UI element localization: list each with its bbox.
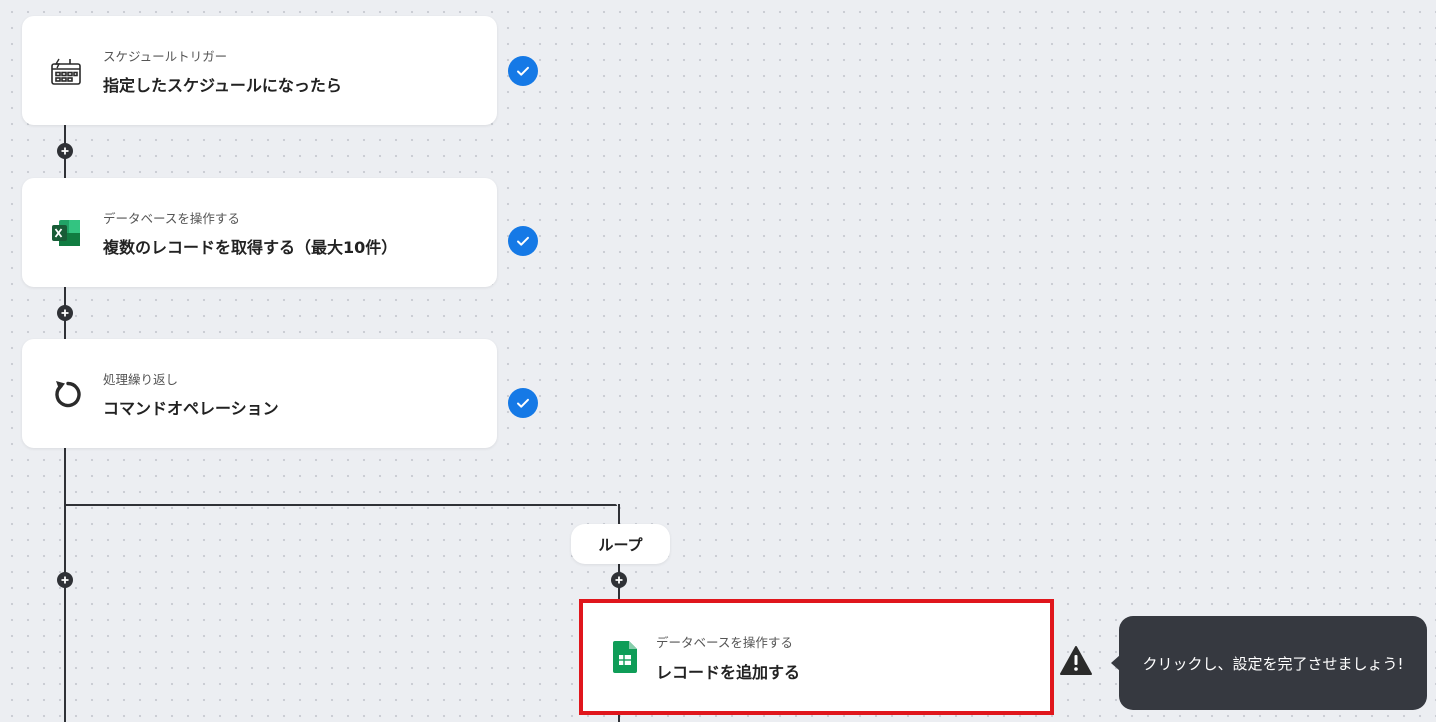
add-step-button[interactable] bbox=[57, 143, 73, 159]
completed-check-icon bbox=[508, 56, 538, 86]
step-title: 指定したスケジュールになったら bbox=[103, 76, 342, 95]
step-subtitle: データベースを操作する bbox=[656, 635, 793, 650]
step-title: レコードを追加する bbox=[656, 663, 801, 682]
connector-loop-vertical-3 bbox=[618, 711, 620, 722]
plus-icon bbox=[61, 576, 69, 584]
completed-check-icon bbox=[508, 388, 538, 418]
add-step-button[interactable] bbox=[57, 572, 73, 588]
step-card-add-record[interactable]: データベースを操作する レコードを追加する bbox=[579, 599, 1054, 715]
plus-icon bbox=[61, 309, 69, 317]
add-step-button[interactable] bbox=[57, 305, 73, 321]
completed-check-icon bbox=[508, 226, 538, 256]
loop-arrow-icon bbox=[48, 376, 84, 412]
step-subtitle: 処理繰り返し bbox=[103, 372, 179, 387]
tooltip-text: クリックし、設定を完了させましょう! bbox=[1142, 654, 1404, 673]
step-card-get-records[interactable]: データベースを操作する 複数のレコードを取得する（最大10件） bbox=[22, 178, 497, 287]
step-subtitle: データベースを操作する bbox=[103, 211, 240, 226]
loop-label: ループ bbox=[571, 524, 670, 564]
tooltip-arrow bbox=[1111, 655, 1120, 671]
step-title: コマンドオペレーション bbox=[103, 399, 279, 418]
connector-loop-horizontal bbox=[64, 504, 617, 506]
warning-icon bbox=[1059, 645, 1093, 677]
step-title: 複数のレコードを取得する（最大10件） bbox=[103, 238, 398, 257]
plus-icon bbox=[615, 576, 623, 584]
plus-icon bbox=[61, 147, 69, 155]
google-sheets-icon bbox=[607, 639, 643, 675]
calendar-clock-icon bbox=[48, 53, 84, 89]
connector-loop-vertical bbox=[618, 504, 620, 524]
step-subtitle: スケジュールトリガー bbox=[103, 49, 228, 64]
step-card-loop-command[interactable]: 処理繰り返し コマンドオペレーション bbox=[22, 339, 497, 448]
setup-tooltip: クリックし、設定を完了させましょう! bbox=[1119, 616, 1427, 710]
excel-icon bbox=[48, 215, 84, 251]
step-card-schedule-trigger[interactable]: スケジュールトリガー 指定したスケジュールになったら bbox=[22, 16, 497, 125]
add-loop-step-button[interactable] bbox=[611, 572, 627, 588]
